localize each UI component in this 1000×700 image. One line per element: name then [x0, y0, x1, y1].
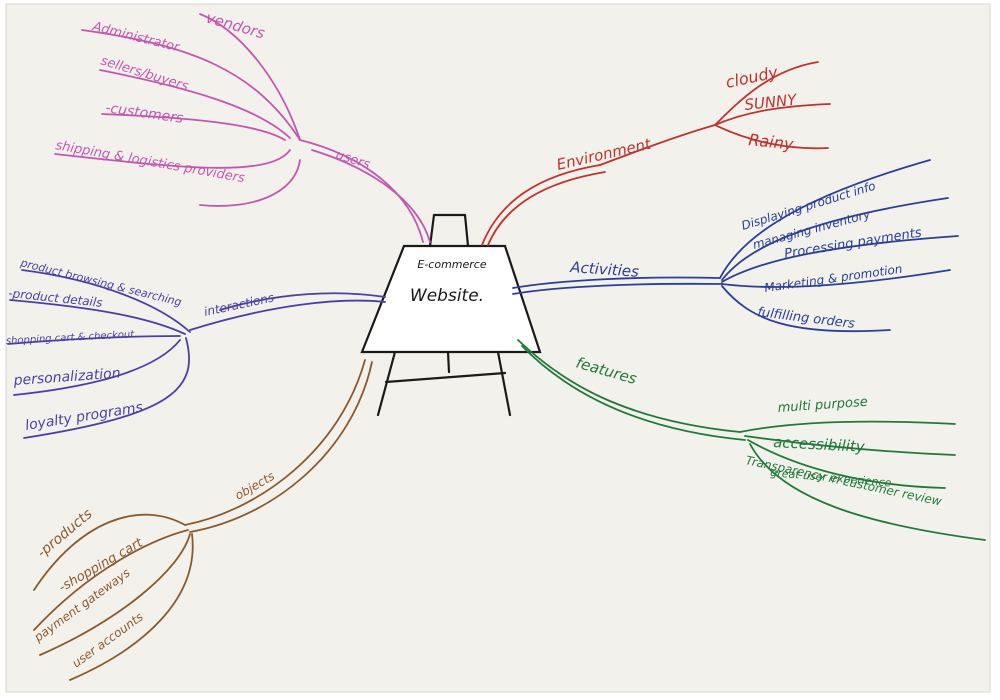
features-main-line-2 — [521, 345, 746, 441]
interactions-line-cart — [7, 335, 181, 345]
objects-line-payment-gateways — [39, 533, 191, 656]
features-line-accessibility — [744, 435, 956, 456]
activities-line-marketing — [721, 269, 951, 288]
objects-line-shopping-cart — [33, 529, 189, 631]
center-title-line1: E-commerce — [417, 258, 486, 271]
activities-line-inventory — [721, 197, 949, 281]
features-main-line — [517, 339, 741, 433]
branch-features — [517, 339, 986, 541]
interactions-main-line — [219, 292, 386, 311]
objects-line-user-accounts — [69, 533, 194, 681]
features-item-multi-purpose: multi purpose — [777, 395, 868, 416]
environment-line-cloudy — [714, 61, 819, 126]
center-easel — [360, 213, 542, 417]
users-line-customers — [101, 113, 286, 141]
activities-main-line — [512, 276, 721, 289]
environment-item-sunny: SUNNY — [744, 90, 800, 114]
branch-interactions — [7, 269, 386, 439]
users-line-shipping-tail — [199, 159, 301, 207]
environment-main-line-2 — [487, 171, 606, 246]
environment-item-rainy: Rainy — [748, 130, 795, 154]
easel-top-right-leg — [463, 213, 470, 248]
activities-line-payments — [721, 235, 959, 283]
interactions-main-line-2 — [189, 299, 386, 331]
environment-stem — [599, 124, 716, 166]
branch-environment — [481, 61, 831, 246]
objects-main-line-2 — [189, 361, 373, 533]
objects-line-products — [33, 513, 186, 591]
users-main-line-2 — [311, 149, 431, 243]
easel-board — [360, 244, 542, 354]
interactions-line-browsing — [21, 269, 191, 333]
environment-line-rainy — [714, 124, 829, 150]
interactions-item-personalization: personalization — [12, 366, 121, 390]
users-main-line — [299, 139, 424, 243]
easel-left-leg — [376, 350, 397, 417]
branch-users — [54, 13, 431, 243]
easel-center-leg — [446, 350, 451, 374]
objects-main-line — [184, 359, 366, 526]
easel-crossbar — [384, 371, 507, 384]
users-line-sellers — [99, 69, 291, 139]
branch-objects — [33, 359, 373, 681]
easel-right-leg — [496, 350, 512, 417]
users-line-administrator — [81, 29, 301, 141]
activities-line-fulfilling — [721, 285, 891, 333]
interactions-line-personalization — [13, 339, 181, 396]
features-item-accessibility: accessibility — [773, 433, 866, 456]
branch-activities — [512, 159, 959, 333]
interactions-line-details — [9, 299, 186, 335]
users-line-vendors — [199, 13, 301, 141]
easel-top-left-leg — [428, 213, 436, 248]
environment-line-sunny — [714, 103, 831, 126]
features-line-multipurpose — [739, 420, 956, 433]
users-line-shipping — [54, 149, 291, 169]
features-line-user-experience — [747, 439, 946, 489]
center-title-line2: Website. — [410, 286, 484, 306]
activities-line-displaying — [719, 159, 931, 279]
activities-label: Activities — [569, 258, 640, 281]
features-line-transparency — [749, 443, 986, 541]
activities-main-line-2 — [512, 282, 723, 295]
environment-main-line — [481, 164, 601, 246]
interactions-line-loyalty — [23, 337, 190, 439]
